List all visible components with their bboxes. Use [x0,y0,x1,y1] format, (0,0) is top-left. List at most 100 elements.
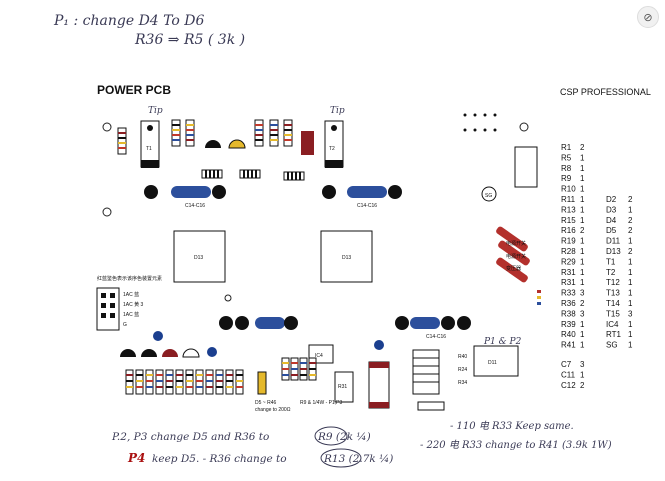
part-qty: 2 [580,299,585,308]
part-qty: 3 [580,289,585,298]
svg-text:R31: R31 [338,384,347,390]
capacitor-row-top [144,185,402,199]
part-id: R16 [561,226,576,235]
note-p4-label: P4 [127,451,145,465]
cap-label-left: C14-C16 [185,203,205,209]
part-qty: 2 [628,216,633,225]
resistor [254,119,264,147]
part-id: R31 [561,278,576,287]
note-top-line2: R36 ⇒ R5 ( 3k ) [134,32,245,48]
part-id: SG [606,341,618,350]
note-p2: P.2, P3 change D5 and R36 to [111,431,269,443]
part-id: R9 [561,174,572,183]
part-qty: 1 [580,195,585,204]
resistor [283,119,293,147]
resistor-horizontal [283,171,305,181]
resistor [215,369,224,395]
chinese-legend-title: 红蓝鉴色表示该序色装置元素 [97,275,162,282]
red-block-component [301,131,314,155]
note-p2-value-circle [314,426,348,446]
part-qty: 1 [580,330,585,339]
part-id: R28 [561,247,576,256]
transistor-row-bottom [120,331,384,358]
part-qty: 2 [628,226,633,235]
resistor-array-top [117,119,305,181]
part-id: T15 [606,309,620,318]
chinese-label-2: 电源开关 [506,253,526,260]
part-qty: 3 [580,309,585,318]
legend-row-4: G [123,322,127,328]
part-qty: 1 [580,370,585,379]
part-qty: 1 [628,205,633,214]
label-r40: R40 [458,354,467,360]
resistor [308,357,317,381]
part-id: R13 [561,205,576,214]
note-p4-value: R13 (2.7k ¼) [323,453,393,465]
legend-row-3: 1AC 蓝 [123,311,139,318]
resistor [290,357,299,381]
resistor [175,369,184,395]
resistor [117,127,127,155]
resistor [235,369,244,395]
resistor-horizontal [239,169,261,179]
svg-text:D13: D13 [194,255,203,261]
resistor [155,369,164,395]
color-bar-indicator [537,290,541,305]
yellow-capacitor [257,371,267,395]
part-qty: 3 [580,360,585,369]
part-qty: 1 [580,247,585,256]
bottom-label-d5: D5 ~ R46 [255,400,276,406]
part-id: T14 [606,299,620,308]
small-transistors-top [205,139,246,149]
resistor [185,369,194,395]
bottom-label-change: change to 200Ω [255,407,291,413]
part-qty: 3 [628,309,633,318]
connector-block-right: SG [481,146,538,202]
hide-annotations-button[interactable]: ⊘ [637,6,659,28]
svg-text:D11: D11 [488,360,497,366]
part-id: C7 [561,360,572,369]
part-id: R38 [561,309,576,318]
part-id: T2 [606,268,616,277]
cap-label-middle: C14-C16 [426,334,446,340]
part-id: R39 [561,320,576,329]
part-id: D2 [606,195,617,204]
part-qty: 1 [580,153,585,162]
part-id: R10 [561,185,576,194]
transistor-t2: T2 [324,120,344,168]
fuse-holders [496,226,530,283]
part-qty: 1 [628,341,633,350]
part-qty: 1 [580,164,585,173]
resistor [269,119,279,147]
resistor [171,119,181,147]
part-qty: 1 [580,278,585,287]
svg-text:T2: T2 [329,146,335,152]
resistor [135,369,144,395]
part-qty: 1 [628,289,633,298]
part-qty: 2 [580,143,585,152]
part-id: R33 [561,289,576,298]
resistor [299,357,308,381]
part-qty: 2 [628,247,633,256]
resistor [145,369,154,395]
mounting-holes [102,122,529,302]
chinese-label-1: 电源开关 [506,240,526,247]
part-id: R1 [561,143,572,152]
d13-right: D13 [320,230,373,283]
label-r24: R24 [458,367,467,373]
part-id: D11 [606,237,621,246]
part-id: IC4 [606,320,619,329]
part-id: T13 [606,289,620,298]
resistor [281,357,290,381]
part-qty: 1 [580,320,585,329]
p1p2-annotation: P1 & P2 [483,337,522,347]
part-id: R31 [561,268,576,277]
part-id: R19 [561,237,576,246]
bottom-label-r9: R9 & 1/4W - P1,P3 [300,400,342,406]
resistor-bank-center [412,349,445,411]
part-qty: 1 [628,299,633,308]
part-qty: 1 [628,330,633,339]
part-id: R15 [561,216,576,225]
part-id: T1 [606,257,616,266]
